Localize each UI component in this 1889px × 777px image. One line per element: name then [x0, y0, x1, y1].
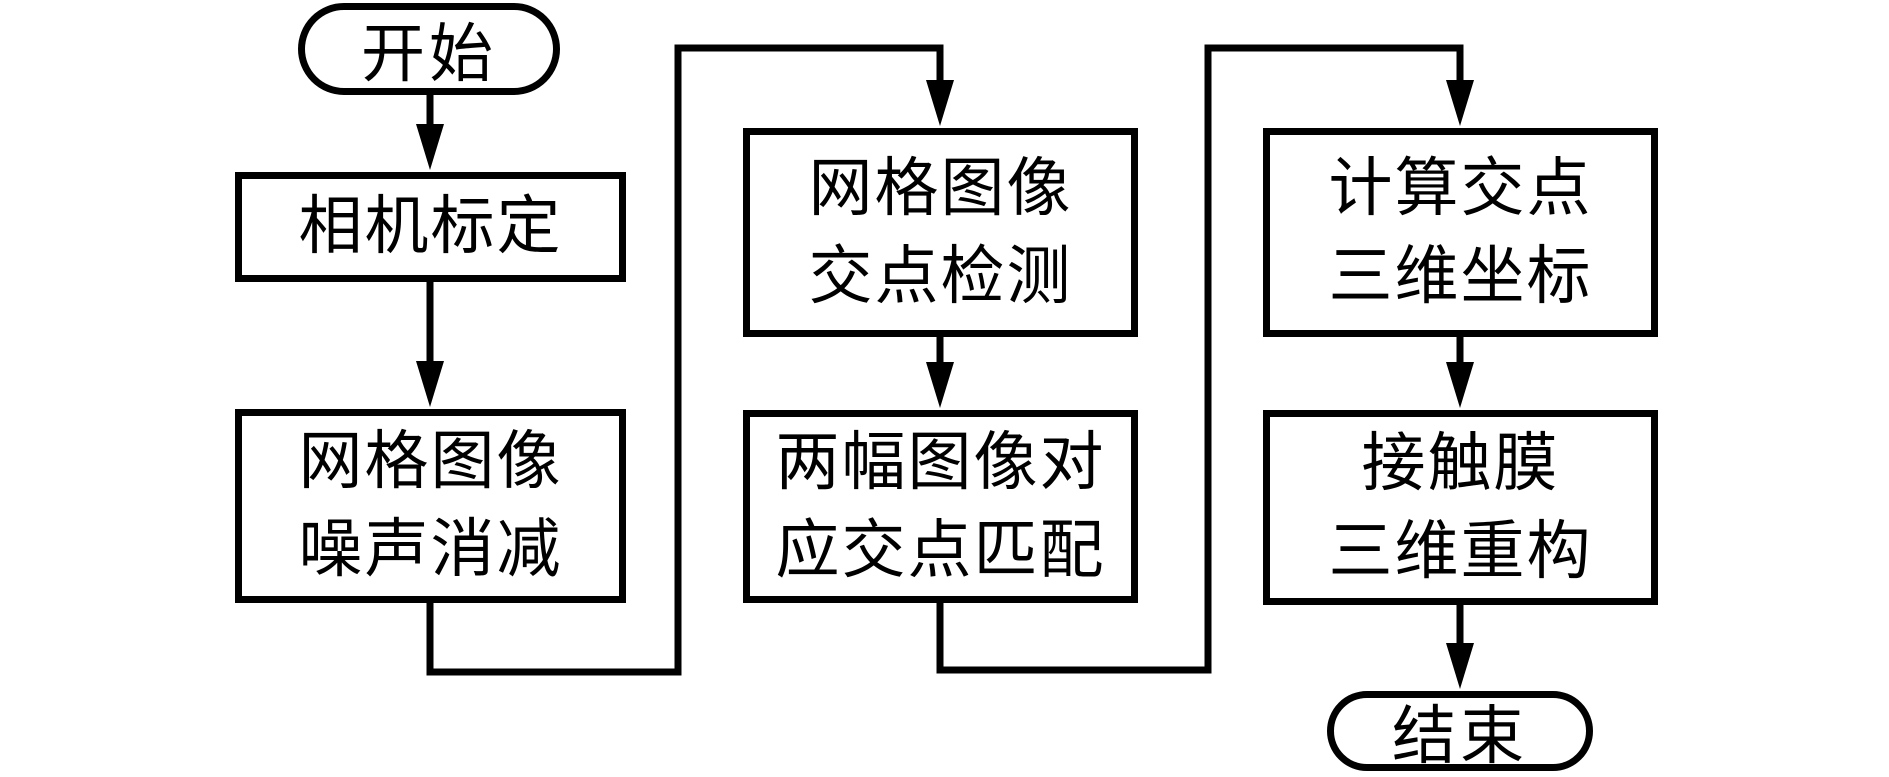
node-noise-reduction-label-line1: 网格图像 — [298, 426, 563, 497]
arrowhead-into-matching — [926, 362, 954, 408]
node-matching-label-line1: 两幅图像对 — [775, 426, 1106, 498]
node-compute-coordinates-label-line1: 计算交点 — [1328, 152, 1593, 224]
node-camera-calibration-label: 相机标定 — [298, 191, 563, 262]
node-compute-coordinates-label-line2: 三维坐标 — [1328, 240, 1593, 312]
node-grid-image-intersection-detection: 网格图像 交点检测 — [743, 128, 1138, 337]
arrowhead-into-noise-reduction — [416, 361, 444, 407]
node-end-label: 结束 — [1392, 701, 1528, 772]
node-reconstruction-label-line2: 三维重构 — [1328, 515, 1593, 587]
arrowhead-into-intersection-detection — [926, 80, 954, 126]
node-camera-calibration: 相机标定 — [235, 172, 626, 282]
node-contact-membrane-3d-reconstruction: 接触膜 三维重构 — [1263, 410, 1658, 605]
node-compute-intersection-3d-coordinates: 计算交点 三维坐标 — [1263, 128, 1658, 337]
node-intersection-detection-label-line2: 交点检测 — [808, 240, 1073, 312]
node-reconstruction-label-line1: 接触膜 — [1361, 427, 1560, 499]
connector-noise-reduction-to-intersection-detection — [426, 44, 944, 676]
node-matching-label-line2: 应交点匹配 — [775, 514, 1106, 586]
node-end-terminal: 结束 — [1327, 691, 1593, 772]
node-intersection-detection-label-line1: 网格图像 — [808, 152, 1073, 224]
node-start-label: 开始 — [361, 19, 497, 90]
node-two-image-intersection-matching: 两幅图像对 应交点匹配 — [743, 410, 1138, 603]
node-noise-reduction-label-line2: 噪声消减 — [298, 514, 563, 585]
connector-matching-to-compute-coordinates — [936, 44, 1464, 674]
arrowhead-into-camera-calibration — [416, 124, 444, 170]
node-start-terminal: 开始 — [298, 3, 560, 95]
arrowhead-into-end — [1446, 643, 1474, 689]
node-grid-image-noise-reduction: 网格图像 噪声消减 — [235, 409, 626, 603]
arrowhead-into-reconstruction — [1446, 362, 1474, 408]
arrowhead-into-compute-coordinates — [1446, 80, 1474, 126]
